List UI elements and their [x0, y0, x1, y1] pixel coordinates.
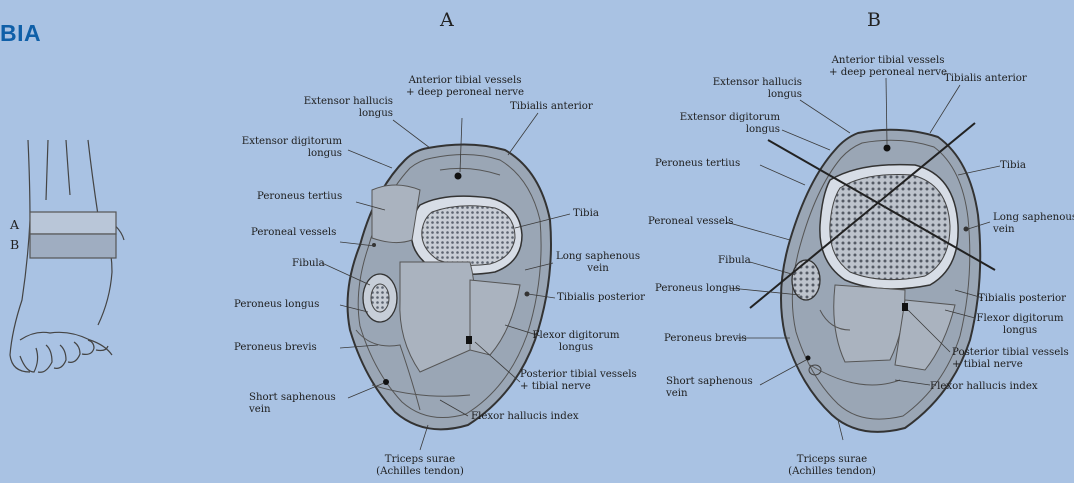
- cross-section-a: [322, 113, 570, 450]
- a-peroneus-tertius-label: Peroneus tertius: [257, 191, 342, 203]
- b-long-saphenous-label: Long saphenous vein: [993, 212, 1074, 235]
- a-extensor-digitorum-label: Extensor digitorum longus: [230, 136, 342, 159]
- foot-sketch: [10, 140, 124, 372]
- a-tibialis-anterior-label: Tibialis anterior: [510, 101, 593, 113]
- foot-level-a-label: A: [10, 217, 19, 232]
- b-anterior-tibial-vessels-label: Anterior tibial vessels + deep peroneal …: [823, 55, 953, 78]
- section-heading: BIA: [0, 20, 41, 47]
- panel-a-title: A: [440, 9, 454, 31]
- b-tibialis-anterior-label: Tibialis anterior: [944, 73, 1027, 85]
- b-tibia-label: Tibia: [1000, 160, 1026, 172]
- a-triceps-surae-label: Triceps surae (Achilles tendon): [360, 454, 480, 477]
- b-triceps-surae-label: Triceps surae (Achilles tendon): [772, 454, 892, 477]
- b-fibula-label: Fibula: [718, 255, 751, 267]
- b-peroneus-tertius-label: Peroneus tertius: [655, 158, 740, 170]
- b-flexor-hallucis-label: Flexor hallucis index: [930, 381, 1038, 393]
- a-flexor-digitorum-label: Flexor digitorum longus: [528, 330, 624, 353]
- a-peroneal-vessels-label: Peroneal vessels: [251, 227, 336, 239]
- a-tibia-label: Tibia: [573, 208, 599, 220]
- a-tibialis-posterior-label: Tibialis posterior: [557, 292, 645, 304]
- a-posterior-tibial-label: Posterior tibial vessels + tibial nerve: [520, 369, 637, 392]
- a-anterior-tibial-vessels-label: Anterior tibial vessels + deep peroneal …: [405, 75, 525, 98]
- b-posterior-tibial-label: Posterior tibial vessels + tibial nerve: [952, 347, 1069, 370]
- b-short-saphenous-label: Short saphenous vein: [666, 376, 753, 399]
- a-peroneus-brevis-label: Peroneus brevis: [234, 342, 317, 354]
- a-flexor-hallucis-label: Flexor hallucis index: [471, 411, 579, 423]
- a-short-saphenous-label: Short saphenous vein: [249, 392, 336, 415]
- b-extensor-hallucis-label: Extensor hallucis longus: [690, 77, 802, 100]
- b-peroneus-brevis-label: Peroneus brevis: [664, 333, 747, 345]
- panel-b-title: B: [867, 9, 881, 31]
- a-extensor-hallucis-label: Extensor hallucis longus: [280, 96, 393, 119]
- b-peroneus-longus-label: Peroneus longus: [655, 283, 740, 295]
- a-long-saphenous-label: Long saphenous vein: [555, 251, 641, 274]
- a-peroneus-longus-label: Peroneus longus: [234, 299, 319, 311]
- foot-level-b-label: B: [10, 237, 19, 252]
- b-flexor-digitorum-label: Flexor digitorum longus: [975, 313, 1065, 336]
- b-extensor-digitorum-label: Extensor digitorum longus: [660, 112, 780, 135]
- b-peroneal-vessels-label: Peroneal vessels: [648, 216, 733, 228]
- b-tibialis-posterior-label: Tibialis posterior: [978, 293, 1066, 305]
- a-fibula-label: Fibula: [292, 258, 325, 270]
